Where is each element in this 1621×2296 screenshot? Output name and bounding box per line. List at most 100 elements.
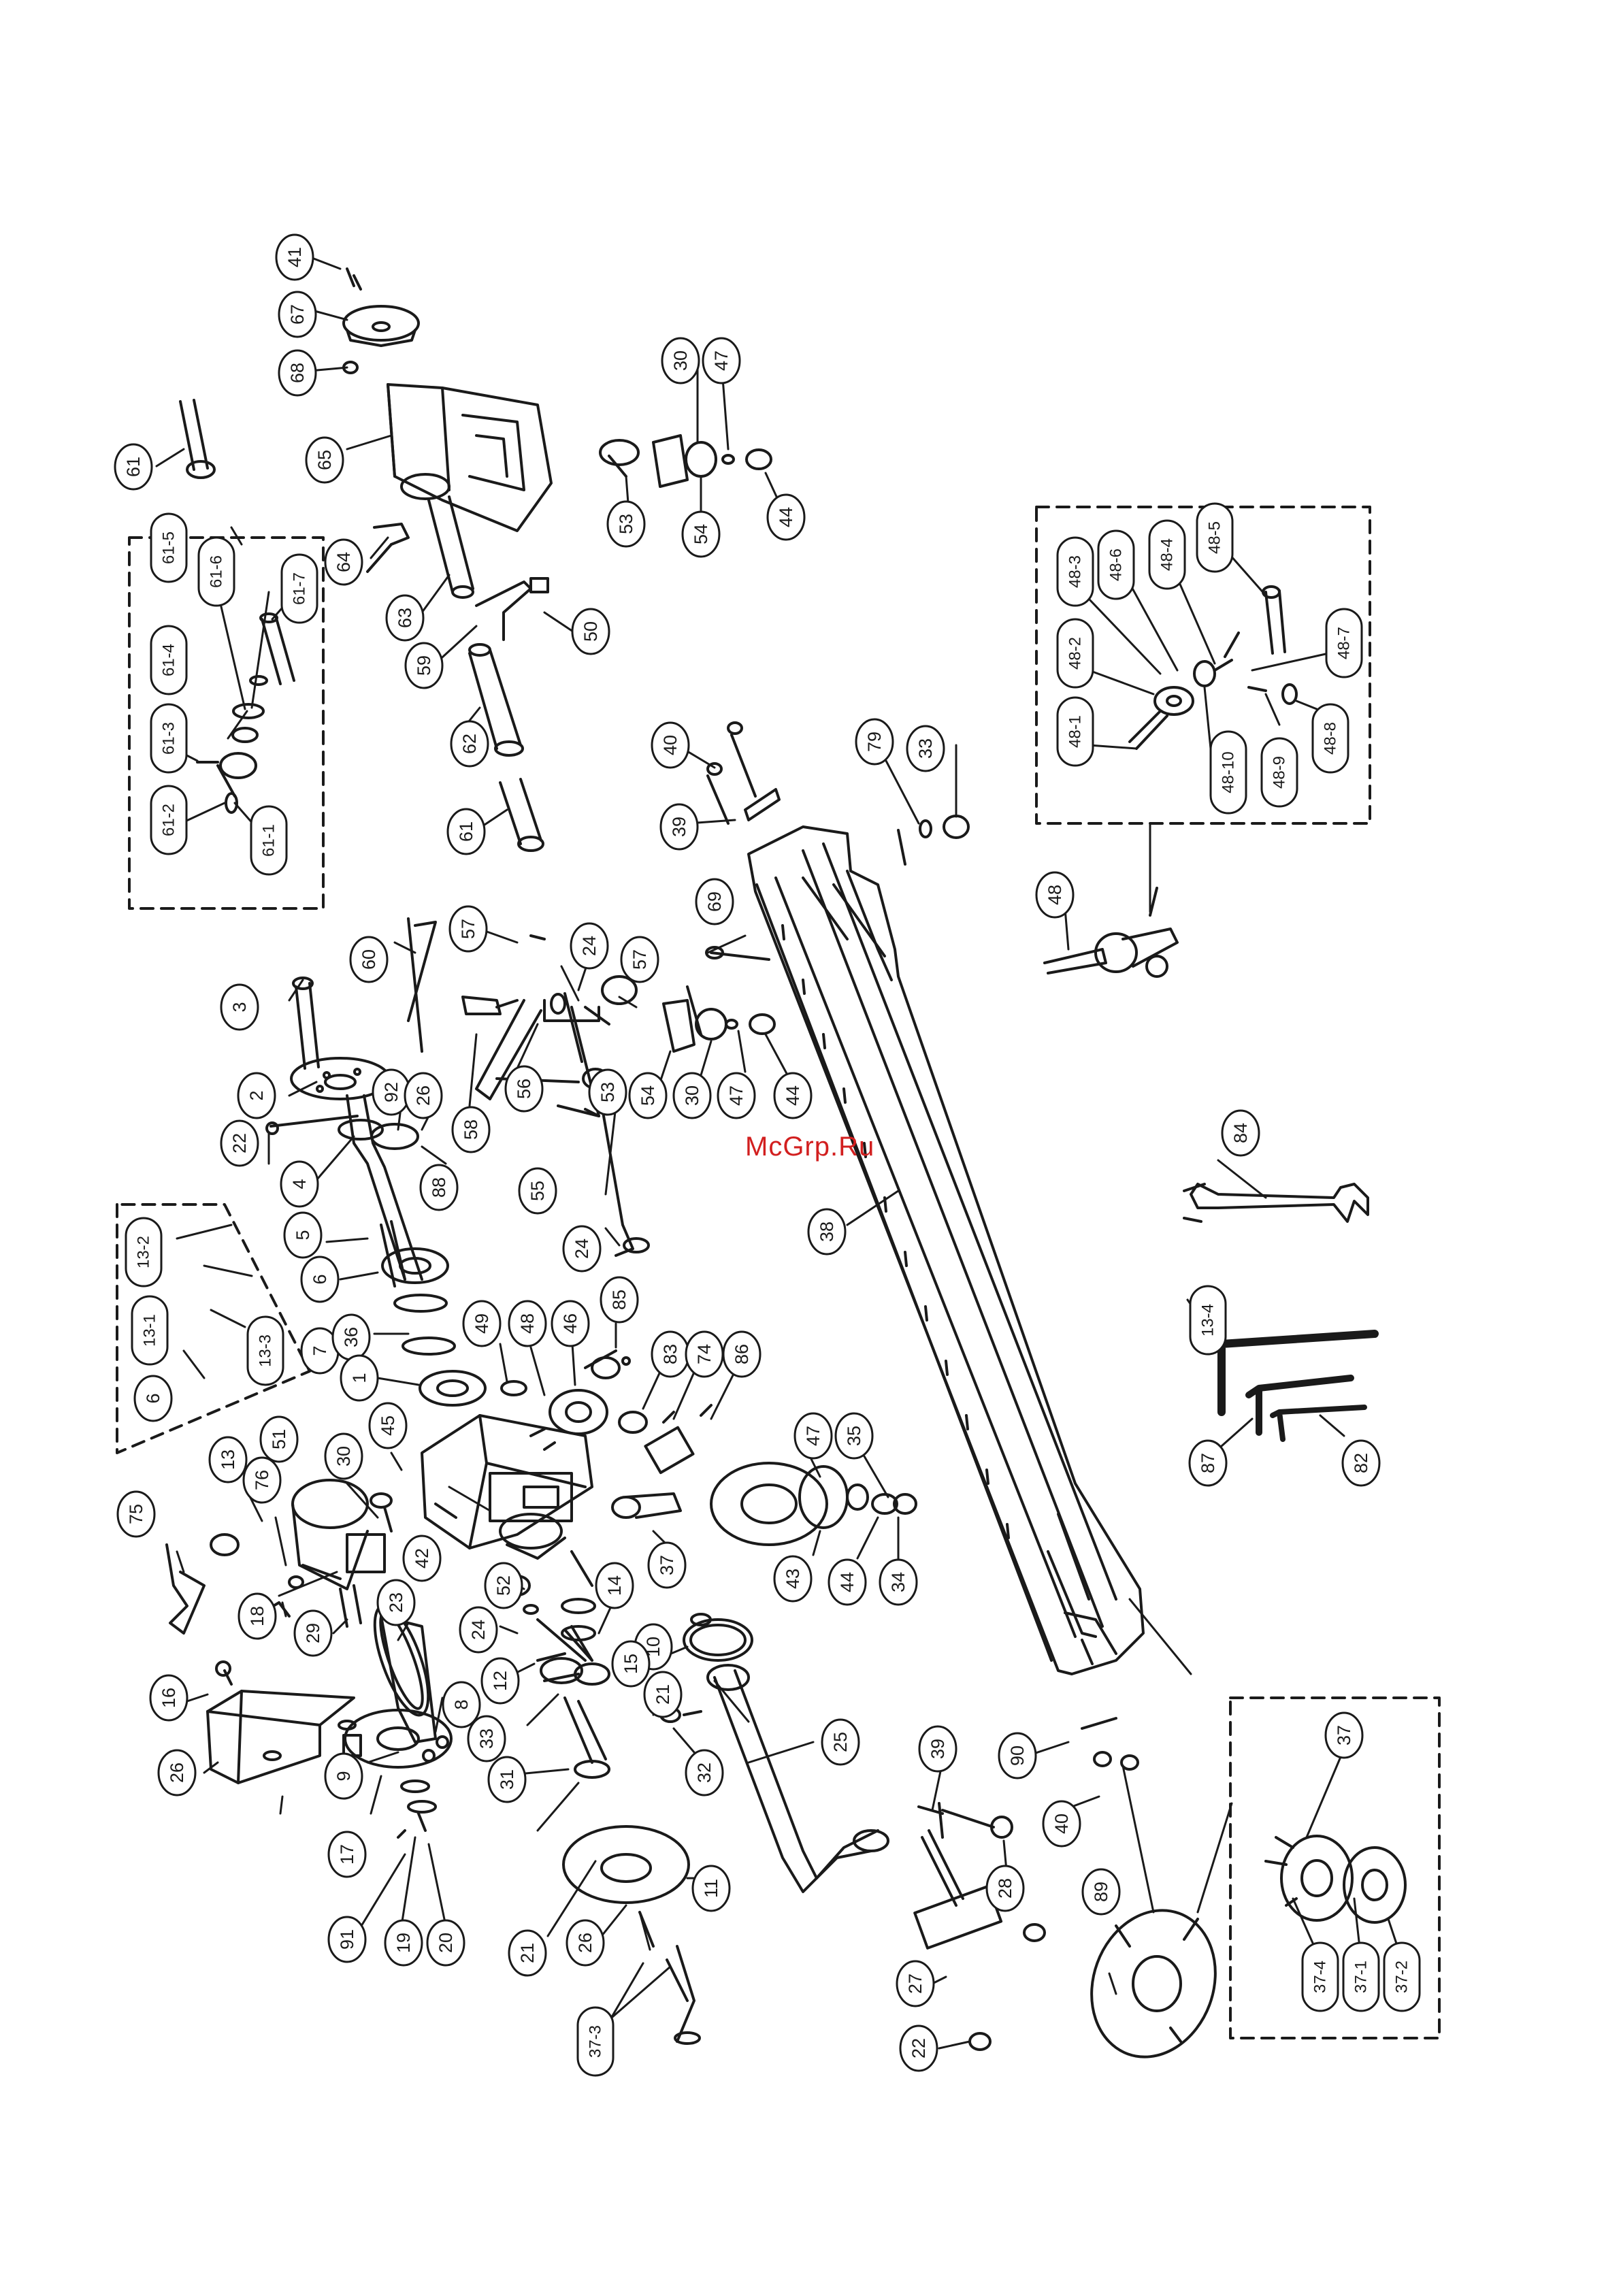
- callout-12: 12: [480, 1657, 520, 1705]
- callout-79: 79: [855, 718, 894, 766]
- callout-label: 37: [1334, 1725, 1354, 1745]
- callout-48-2: 48-2: [1056, 618, 1094, 689]
- callout-33: 33: [906, 725, 945, 772]
- callout-37: 37: [1324, 1711, 1364, 1759]
- callout-label: 28: [995, 1878, 1015, 1899]
- callout-label: 69: [704, 891, 725, 912]
- callout-48-7: 48-7: [1325, 608, 1363, 678]
- callout-84: 84: [1221, 1109, 1260, 1157]
- callout-label: 30: [670, 350, 691, 371]
- bed-end-fasteners: [705, 721, 970, 961]
- callout-label: 37-1: [1352, 1961, 1371, 1993]
- callout-21: 21: [508, 1929, 547, 1977]
- callout-2: 2: [237, 1072, 276, 1119]
- callout-label: 23: [386, 1592, 406, 1613]
- callout-90: 90: [998, 1732, 1037, 1780]
- callout-label: 6: [310, 1274, 330, 1284]
- callout-30: 30: [661, 337, 700, 384]
- callout-13-4: 13-4: [1189, 1285, 1227, 1356]
- callout-label: 61-3: [160, 722, 178, 755]
- callout-4: 4: [280, 1160, 319, 1208]
- callout-26: 26: [157, 1749, 197, 1797]
- knob-assembly-48-parts: [1128, 585, 1298, 750]
- callout-57: 57: [448, 905, 488, 953]
- tool-rest-lock-top: [599, 434, 772, 488]
- callout-44: 44: [773, 1072, 813, 1119]
- callout-26: 26: [404, 1072, 443, 1119]
- callout-label: 53: [616, 514, 636, 534]
- callout-label: 6: [143, 1393, 163, 1403]
- callout-48-3: 48-3: [1056, 536, 1094, 607]
- callout-52: 52: [484, 1562, 523, 1609]
- callout-21: 21: [643, 1671, 683, 1718]
- callout-50: 50: [571, 608, 610, 655]
- callout-40: 40: [651, 721, 690, 769]
- callout-61: 61: [114, 443, 153, 491]
- callout-label: 11: [701, 1879, 721, 1898]
- callout-22: 22: [899, 2024, 938, 2072]
- callout-label: 33: [476, 1728, 497, 1749]
- callout-label: 31: [497, 1769, 517, 1790]
- callout-60: 60: [349, 936, 389, 983]
- callout-22: 22: [220, 1119, 259, 1167]
- callout-label: 75: [126, 1504, 146, 1524]
- callout-label: 85: [609, 1290, 629, 1310]
- callout-61-7: 61-7: [280, 553, 318, 624]
- callout-61: 61: [446, 808, 486, 855]
- callout-label: 61: [123, 457, 144, 477]
- callout-label: 53: [597, 1082, 618, 1102]
- callout-label: 13-3: [257, 1334, 275, 1367]
- callout-9: 9: [324, 1752, 363, 1800]
- callout-label: 61-2: [160, 804, 178, 836]
- callout-37-3: 37-3: [576, 2006, 615, 2077]
- callout-label: 61-7: [291, 572, 309, 605]
- callout-label: 54: [638, 1085, 658, 1106]
- callout-89: 89: [1081, 1868, 1121, 1916]
- callout-label: 49: [472, 1313, 492, 1334]
- callout-label: 13-2: [135, 1236, 153, 1268]
- callout-label: 13: [218, 1449, 238, 1470]
- callout-24: 24: [570, 922, 609, 970]
- callout-label: 24: [572, 1239, 592, 1259]
- callout-92: 92: [372, 1068, 411, 1116]
- callout-25: 25: [821, 1718, 860, 1766]
- callout-label: 44: [776, 507, 796, 527]
- callout-28: 28: [985, 1865, 1025, 1912]
- chuck-assembly: [611, 1462, 917, 1546]
- callout-label: 43: [783, 1569, 803, 1589]
- callout-31: 31: [487, 1756, 527, 1803]
- callout-38: 38: [807, 1208, 847, 1256]
- callout-label: 34: [888, 1572, 908, 1592]
- callout-48: 48: [1035, 871, 1075, 919]
- callout-label: 89: [1091, 1882, 1111, 1902]
- callout-label: 48-1: [1066, 715, 1085, 748]
- callout-48-6: 48-6: [1097, 529, 1135, 600]
- callout-label: 17: [337, 1844, 357, 1865]
- callout-label: 2: [246, 1090, 267, 1100]
- callout-label: 67: [287, 304, 308, 325]
- callout-label: 56: [514, 1079, 534, 1099]
- callout-13: 13: [208, 1436, 248, 1483]
- callout-61-3: 61-3: [150, 703, 188, 774]
- callout-label: 19: [393, 1933, 414, 1953]
- callout-label: 33: [915, 738, 936, 759]
- callout-label: 8: [451, 1699, 472, 1709]
- callout-label: 15: [621, 1654, 641, 1674]
- motor-bracket: [206, 1660, 362, 1784]
- callout-label: 30: [682, 1085, 702, 1106]
- callout-61-6: 61-6: [197, 536, 235, 607]
- callout-label: 29: [303, 1623, 323, 1643]
- callout-label: 36: [341, 1327, 361, 1347]
- callout-label: 48-3: [1066, 555, 1085, 588]
- callout-label: 40: [1051, 1814, 1072, 1834]
- callout-label: 62: [459, 734, 480, 754]
- callout-43: 43: [773, 1555, 813, 1603]
- callout-label: 86: [732, 1344, 752, 1364]
- callout-59: 59: [404, 642, 444, 689]
- tool-rest-arm: [1043, 887, 1179, 978]
- callout-label: 47: [726, 1085, 747, 1106]
- callout-label: 84: [1230, 1123, 1251, 1143]
- callout-label: 63: [395, 608, 415, 628]
- callout-48-1: 48-1: [1056, 696, 1094, 767]
- callout-6: 6: [133, 1375, 173, 1422]
